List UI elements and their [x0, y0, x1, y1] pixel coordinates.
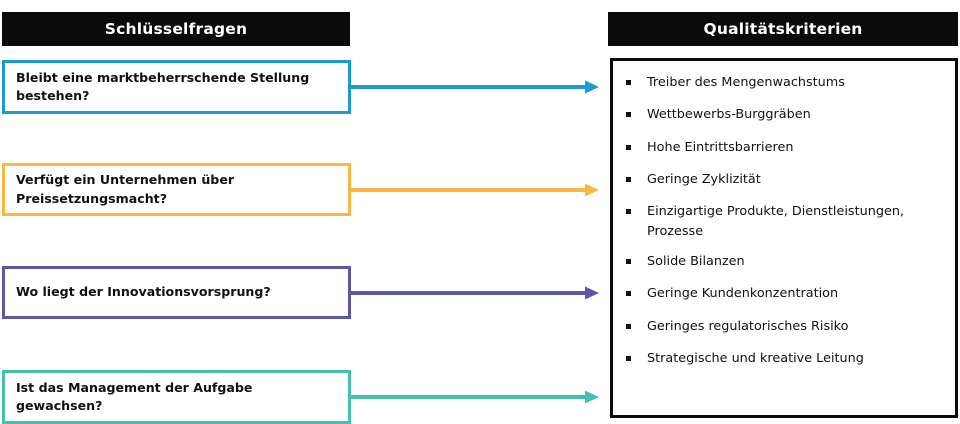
list-item-label: Wettbewerbs-Burggräben — [647, 107, 811, 123]
question-text: Wo liegt der Innovationsvorsprung? — [16, 284, 271, 300]
arrow-market-position-icon — [351, 80, 599, 94]
list-item: Hohe Eintrittsbarrieren — [624, 138, 945, 158]
square-bullet-icon — [626, 291, 631, 297]
square-bullet-icon — [626, 144, 631, 150]
square-bullet-icon — [626, 209, 631, 215]
square-bullet-icon — [626, 355, 631, 361]
question-text: Bleibt eine marktbeherrschende Stellung … — [16, 69, 310, 103]
list-item-label: Solide Bilanzen — [647, 253, 745, 269]
criteria-panel: Treiber des Mengenwachstums Wettbewerbs-… — [610, 58, 958, 418]
list-item-label: Geringes regulatorisches Risiko — [647, 318, 849, 334]
question-text: Ist das Management der Aufgabe gewachsen… — [16, 379, 253, 413]
question-text: Verfügt ein Unternehmen über Preissetzun… — [16, 172, 235, 206]
criteria-list: Treiber des Mengenwachstums Wettbewerbs-… — [624, 73, 945, 369]
square-bullet-icon — [626, 323, 631, 329]
list-item: Einzigartige Produkte, Dienstleistungen,… — [624, 202, 945, 242]
question-box-pricing-power[interactable]: Verfügt ein Unternehmen über Preissetzun… — [2, 163, 351, 216]
list-item: Geringe Kundenkonzentration — [624, 284, 945, 304]
arrow-innovation-icon — [351, 286, 599, 300]
list-item-label: Geringe Zyklizität — [647, 171, 761, 187]
square-bullet-icon — [626, 258, 631, 264]
list-item: Geringes regulatorisches Risiko — [624, 317, 945, 337]
question-box-management[interactable]: Ist das Management der Aufgabe gewachsen… — [2, 370, 351, 424]
list-item-label: Hohe Eintrittsbarrieren — [647, 139, 794, 155]
question-box-innovation[interactable]: Wo liegt der Innovationsvorsprung? — [2, 266, 351, 319]
list-item: Treiber des Mengenwachstums — [624, 73, 945, 93]
square-bullet-icon — [626, 112, 631, 118]
list-item: Strategische und kreative Leitung — [624, 349, 945, 369]
list-item-label: Geringe Kundenkonzentration — [647, 286, 839, 302]
arrow-management-icon — [351, 390, 599, 404]
arrow-pricing-power-icon — [351, 183, 599, 197]
column-header-schluesselfragen: Schlüsselfragen — [2, 12, 350, 46]
list-item-label: Strategische und kreative Leitung — [647, 350, 864, 366]
list-item: Solide Bilanzen — [624, 252, 945, 272]
list-item: Geringe Zyklizität — [624, 170, 945, 190]
square-bullet-icon — [626, 80, 631, 85]
column-header-qualitaetskriterien: Qualitätskriterien — [608, 12, 958, 46]
list-item-label: Einzigartige Produkte, Dienstleistungen,… — [647, 204, 904, 240]
question-box-market-position[interactable]: Bleibt eine marktbeherrschende Stellung … — [2, 60, 351, 114]
list-item-label: Treiber des Mengenwachstums — [647, 75, 845, 90]
list-item: Wettbewerbs-Burggräben — [624, 105, 945, 125]
square-bullet-icon — [626, 176, 631, 182]
